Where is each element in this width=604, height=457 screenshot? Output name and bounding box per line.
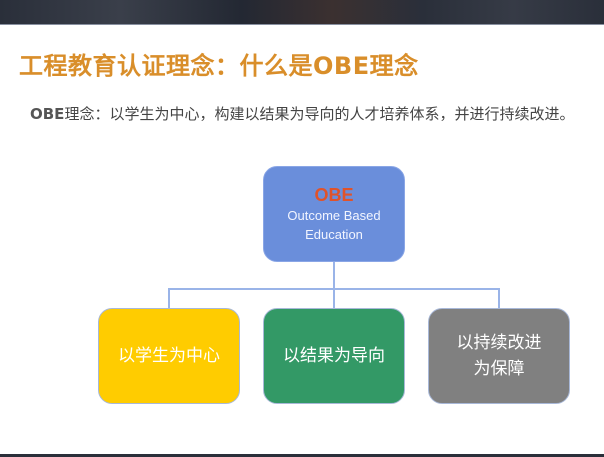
child-label: 以结果为导向: [283, 346, 385, 366]
connector-line: [168, 288, 170, 308]
subtitle-prefix: OBE: [30, 105, 65, 123]
child-label: 以学生为中心: [118, 346, 220, 366]
connector-line: [498, 288, 500, 308]
connector-line: [168, 288, 500, 290]
root-acronym: OBE: [314, 184, 354, 205]
child-node-continuous-improvement: 以持续改进 为保障: [428, 308, 570, 404]
slide-title: 工程教育认证理念：什么是OBE理念: [19, 52, 419, 80]
child-label-line2: 为保障: [473, 359, 525, 379]
child-node-outcome-oriented: 以结果为导向: [263, 308, 405, 404]
header-banner-image: [0, 0, 604, 25]
footer-banner: [0, 454, 604, 457]
root-line1: Outcome Based: [287, 207, 381, 223]
subtitle-text: 理念：以学生为中心，构建以结果为导向的人才培养体系，并进行持续改进。: [64, 105, 575, 123]
slide-subtitle: OBE理念：以学生为中心，构建以结果为导向的人才培养体系，并进行持续改进。: [30, 103, 574, 124]
child-node-student-centered: 以学生为中心: [98, 308, 240, 404]
root-node-obe: OBE Outcome Based Education: [263, 166, 405, 262]
root-line2: Education: [305, 226, 363, 242]
connector-line: [333, 262, 335, 308]
child-label: 以持续改进: [456, 333, 542, 353]
